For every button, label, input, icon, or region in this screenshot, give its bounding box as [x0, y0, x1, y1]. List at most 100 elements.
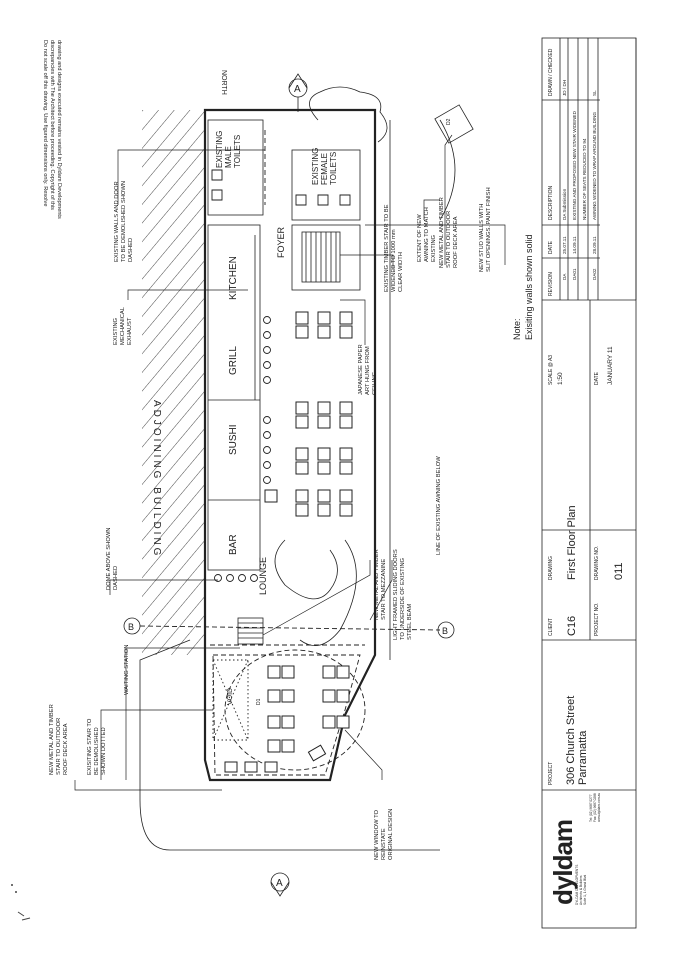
- svg-text:MALE: MALE: [224, 146, 233, 168]
- svg-text:NEW WINDOW TO: NEW WINDOW TO: [374, 809, 380, 860]
- svg-text:STAIR TO OUTDOOR: STAIR TO OUTDOOR: [446, 211, 452, 268]
- date-value: JANUARY 11: [607, 346, 614, 385]
- svg-text:AWNING TO MATCH: AWNING TO MATCH: [424, 207, 430, 262]
- svg-text:DOME ABOVE SHOWN: DOME ABOVE SHOWN: [106, 528, 112, 591]
- awning-extent-outline: [439, 119, 456, 221]
- note-sliding-doors: LIGHT FRAMED SLIDING DOORS TO UNDERSIDE …: [393, 549, 413, 640]
- client-value: C16: [566, 616, 578, 636]
- toilet-block: [207, 119, 361, 221]
- main-dining-tables: [264, 311, 353, 517]
- svg-text:www.dyldam.com.au: www.dyldam.com.au: [597, 793, 601, 822]
- copyright-note: Do not scale off this drawing. Use figur…: [42, 40, 62, 219]
- revision-row-4: DA02 28.09.11 AWNING WIDENED TO WRAP ARO…: [592, 90, 597, 280]
- svg-text:STEEL BEAM: STEEL BEAM: [407, 604, 413, 640]
- svg-text:JD / DH: JD / DH: [562, 80, 567, 96]
- svg-text:TOILETS: TOILETS: [233, 135, 242, 168]
- svg-text:SL: SL: [592, 90, 597, 96]
- d2-label: D2: [446, 118, 452, 125]
- svg-text:STAIR TO MEZZANINE: STAIR TO MEZZANINE: [381, 559, 387, 620]
- svg-text:DASHED: DASHED: [113, 566, 119, 590]
- foyer-stair: [291, 224, 361, 291]
- svg-text:EXISTING AND PROPOSED NEW STAI: EXISTING AND PROPOSED NEW STAIR WIDENED: [572, 110, 577, 220]
- svg-text:Do not scale off this drawing.: Do not scale off this drawing. Use figur…: [42, 40, 48, 206]
- svg-text:CLEAR WIDTH: CLEAR WIDTH: [398, 252, 404, 292]
- male-toilets-label: EXISTING MALE TOILETS: [215, 131, 242, 168]
- logo-subtext: DYLDAM DEVELOPMENTS Architects & Builder…: [575, 865, 587, 905]
- note-timber-stair: EXISTING TIMBER STAIR TO BE WIDENED TO 1…: [384, 204, 404, 292]
- title-block: [541, 37, 637, 929]
- void-area: [212, 659, 249, 741]
- svg-text:Suite 1, 1 Grand Blvd: Suite 1, 1 Grand Blvd: [583, 874, 587, 905]
- svg-text:NEW STUD WALLS WITH: NEW STUD WALLS WITH: [479, 204, 485, 272]
- general-note: Note: Exisiting walls shown solid: [512, 234, 534, 340]
- svg-text:DASHED: DASHED: [128, 238, 134, 262]
- note-japanese-paper: JAPANESE PAPER ART HUNG FROM CEILING: [358, 344, 378, 395]
- grill-label: GRILL: [228, 346, 239, 375]
- note-stud-walls: NEW STUD WALLS WITH SLIT OPENINGS. PAINT…: [479, 187, 492, 272]
- svg-text:DA: DA: [562, 273, 567, 280]
- female-toilets-label: EXISTING FEMALE TOILETS: [311, 148, 338, 185]
- outdoor-stair: [434, 104, 474, 144]
- void-label: VOID: [227, 688, 234, 705]
- revision-label: REVISION: [548, 272, 554, 296]
- svg-text:Tel: (02) 9687 0277: Tel: (02) 9687 0277: [589, 794, 593, 822]
- svg-text:EXISTING: EXISTING: [215, 131, 224, 168]
- svg-text:TO UNDERSIDE OF EXISTING: TO UNDERSIDE OF EXISTING: [400, 557, 406, 640]
- mezzanine-stair: [237, 617, 264, 645]
- section-line-b: [139, 625, 441, 631]
- drawing-no-label: DRAWING NO.: [594, 546, 600, 580]
- svg-text:14.09.11: 14.09.11: [572, 236, 577, 254]
- scale-value: 1:50: [557, 372, 564, 385]
- svg-text:NEW METAL AND TIMBER: NEW METAL AND TIMBER: [49, 704, 55, 775]
- svg-text:SHOWN DOTTED: SHOWN DOTTED: [101, 727, 107, 775]
- front-dining-tables: [224, 665, 350, 773]
- svg-text:EXISTING TIMBER STAIR TO BE: EXISTING TIMBER STAIR TO BE: [384, 204, 390, 292]
- svg-text:MECHANICAL: MECHANICAL: [120, 306, 126, 345]
- section-marker-a-bottom: [270, 872, 290, 897]
- svg-text:FEMALE: FEMALE: [320, 153, 329, 185]
- svg-text:Parramatta: Parramatta: [577, 730, 589, 785]
- svg-text:25.07.11: 25.07.11: [562, 236, 567, 254]
- project-name: 306 Church Street Parramatta: [565, 696, 589, 785]
- scale-label: SCALE @ A3: [548, 355, 554, 385]
- svg-text:DYLDAM DEVELOPMENTS: DYLDAM DEVELOPMENTS: [575, 865, 579, 905]
- counter-stools: [214, 316, 271, 582]
- scan-marks: [11, 884, 31, 921]
- section-b-left-label: B: [128, 622, 134, 632]
- drawing-no-value: 011: [613, 562, 625, 580]
- drawn-checked-label: DRAWN / CHECKED: [548, 48, 554, 96]
- svg-text:AWNING WIDENED TO WRAP AROUND: AWNING WIDENED TO WRAP AROUND BUILDING: [592, 112, 597, 220]
- note-waiting-station: WAITING STATION: [124, 645, 130, 695]
- dome-outline: [224, 649, 366, 771]
- svg-text:ART HUNG FROM: ART HUNG FROM: [365, 346, 371, 395]
- lounge-label: LOUNGE: [258, 557, 268, 595]
- svg-text:EXISITING STAIR TO: EXISITING STAIR TO: [87, 718, 93, 775]
- d1-label: D1: [256, 698, 262, 705]
- foyer-label: FOYER: [276, 226, 286, 258]
- note-existing-stair: EXISITING STAIR TO BE DEMOLISHED SHOWN D…: [87, 718, 107, 775]
- svg-text:EXHAUST: EXHAUST: [127, 317, 133, 345]
- description-label: DESCRIPTION: [548, 185, 554, 220]
- revision-row-1: DA 25.07.11 DA Submission JD / DH: [562, 80, 567, 280]
- note-dome-above: DOME ABOVE SHOWN DASHED: [106, 528, 119, 591]
- svg-text:Exisiting walls shown solid: Exisiting walls shown solid: [524, 234, 534, 340]
- adjoining-building-hatch: [142, 110, 205, 655]
- svg-text:ORIGINAL DESIGN: ORIGINAL DESIGN: [388, 809, 394, 860]
- bar-label: BAR: [228, 534, 239, 555]
- note-mech-exhaust: EXISTING MECHANICAL EXHAUST: [113, 306, 133, 345]
- logo-contact: Tel: (02) 9687 0277 Fax: (02) 9687 0288 …: [589, 793, 601, 822]
- svg-text:Architects & Builders: Architects & Builders: [579, 875, 583, 905]
- svg-text:TOILETS: TOILETS: [329, 152, 338, 185]
- svg-text:BE DEMOLISHED: BE DEMOLISHED: [94, 727, 100, 775]
- note-roof-deck-stair: NEW METAL AND TIMBER STAIR TO OUTDOOR RO…: [439, 197, 459, 268]
- street-corner-curve: [139, 639, 440, 851]
- service-counter: [207, 224, 261, 571]
- svg-text:JAPANESE PAPER: JAPANESE PAPER: [358, 344, 364, 395]
- svg-text:WIDENED TO 1000 mm: WIDENED TO 1000 mm: [391, 229, 397, 292]
- svg-text:ROOF DECK AREA: ROOF DECK AREA: [453, 216, 459, 268]
- note-new-window: NEW WINDOW TO REINSTATE ORIGINAL DESIGN: [374, 809, 394, 860]
- date-label: DATE: [594, 371, 600, 385]
- svg-text:Note:: Note:: [512, 318, 522, 340]
- drawing-title: First Floor Plan: [566, 505, 578, 580]
